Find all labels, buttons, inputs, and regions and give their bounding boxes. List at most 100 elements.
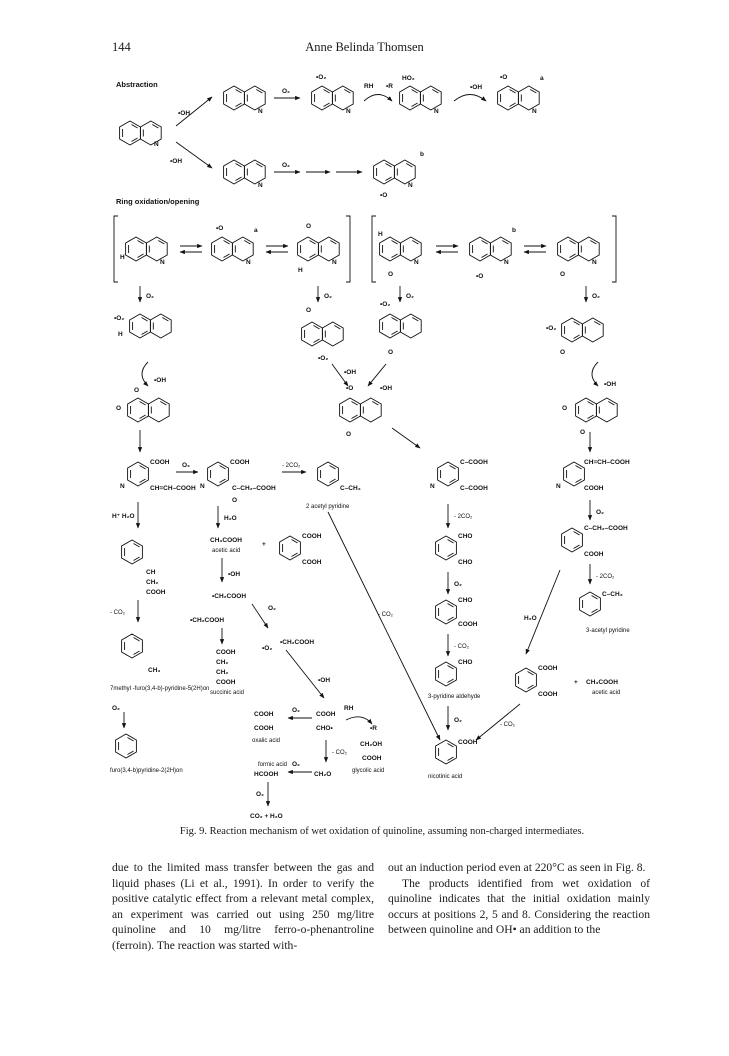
- chain-label: C–CH₃: [602, 591, 623, 598]
- oh-radical-lower: •OH: [170, 158, 182, 165]
- pyridine-dialdehyde: [435, 535, 457, 561]
- oh-radical-label: •OH: [470, 84, 482, 91]
- oh-radical-label: •OH: [228, 571, 240, 578]
- cooh-label: COOH: [230, 459, 250, 466]
- chain-label: C–CH₂–COOH: [584, 525, 628, 532]
- cooh-label: COOH: [254, 711, 274, 718]
- n-label: N: [200, 483, 205, 490]
- cooh-label: COOH: [146, 589, 166, 596]
- name-nicotinic-acid: nicotinic acid: [428, 774, 462, 780]
- arrow-to-nicotinic: [327, 511, 441, 741]
- n-label: N: [154, 141, 159, 148]
- chain-label: C–CH₂–COOH: [232, 485, 276, 492]
- pyridine-aldehyde-acid: [435, 599, 457, 625]
- o-label: O: [560, 349, 565, 356]
- arrow-to-nicotinic: [475, 703, 521, 741]
- o-radical-label: •O: [346, 385, 353, 392]
- arrow-down: [391, 427, 421, 449]
- letter-b: b: [512, 227, 516, 234]
- cho-label: CHO: [458, 559, 472, 566]
- o-label: O: [306, 223, 311, 230]
- furo-pyridinone: [115, 733, 137, 759]
- o2-label: O₂: [256, 791, 264, 798]
- chain-label: CH=CH–COOH: [584, 459, 630, 466]
- name-3-pyridine-aldehyde: 3-pyridine aldehyde: [428, 694, 481, 700]
- cooh-label: COOH: [216, 649, 236, 656]
- o2-label: O₂: [324, 293, 332, 300]
- o2-label: O₂: [406, 293, 414, 300]
- n-label: N: [160, 259, 165, 266]
- oh-radical-label: •OH: [318, 677, 330, 684]
- o-label: O: [346, 431, 351, 438]
- methyl-furo: [121, 633, 143, 659]
- cooh-label: COOH: [362, 755, 382, 762]
- arrow-oh: [141, 361, 149, 387]
- n-label: N: [434, 108, 439, 115]
- o-label: O: [388, 349, 393, 356]
- peroxy-5-b: [561, 317, 604, 343]
- h-label: H: [118, 331, 123, 338]
- dione-5: [127, 397, 170, 423]
- n-label: N: [332, 259, 337, 266]
- rh-label: RH: [364, 83, 374, 90]
- minus-co2-label: - CO₂: [110, 610, 126, 616]
- paragraph: out an induction period even at 220°C as…: [388, 861, 646, 874]
- n-label: N: [120, 483, 125, 490]
- radical-5-b: [557, 236, 600, 262]
- reaction-scheme: Abstraction N •OH •OH N O₂ •O₂ N RH •R H…: [110, 74, 630, 820]
- minus-co2-label: - CO₂: [454, 644, 470, 650]
- resonance-a: [211, 236, 254, 262]
- cho-label: CHO: [458, 597, 472, 604]
- radical-8-h: [297, 236, 340, 262]
- cooh-label: COOH: [584, 485, 604, 492]
- o2-label: O₂: [112, 705, 120, 712]
- arrow-down: [525, 569, 561, 655]
- o2-label: O₂: [454, 581, 462, 588]
- minus-2co2-label: - 2CO₂: [596, 574, 615, 580]
- ch2o-label: CH₂O: [314, 771, 331, 778]
- pyridine-keto-acid: [207, 461, 229, 487]
- section-abstraction: Abstraction: [116, 80, 158, 89]
- hydroperoxide: [399, 85, 442, 111]
- hcooh-label: HCOOH: [254, 771, 279, 778]
- bracket: [113, 215, 118, 283]
- h-h2o-label: H⁺ H₂O: [112, 513, 135, 520]
- ch2-label: CH₂: [146, 579, 158, 586]
- n-label: N: [414, 259, 419, 266]
- peroxy-8: [301, 321, 344, 347]
- n-label: N: [408, 182, 413, 189]
- name-oxalic-acid: oxalic acid: [252, 738, 280, 744]
- chain-label: CH=CH–COOH: [150, 485, 196, 492]
- arrow-rh: [363, 94, 393, 102]
- arrow-down: [285, 649, 325, 699]
- chain-label: C–COOH: [460, 459, 488, 466]
- resonance-b: [469, 236, 512, 262]
- bracket: [371, 215, 376, 283]
- arrow-oh: [591, 361, 599, 387]
- n-label: N: [504, 259, 509, 266]
- o2-radical-label: •O₂: [546, 325, 556, 332]
- ch2cooh-label: •CH₂COOH: [280, 639, 314, 646]
- o-label: O: [560, 271, 565, 278]
- o2-radical-label: •O₂: [316, 74, 326, 81]
- running-head: Anne Belinda Thomsen: [305, 40, 424, 54]
- ch2-label: CH₂: [216, 669, 228, 676]
- pyridine-dicarboxylic: [279, 535, 301, 561]
- peroxy-b: [379, 313, 422, 339]
- oh-radical-label: •OH: [604, 381, 616, 388]
- peroxy-5: [129, 313, 172, 339]
- o-label: O: [388, 271, 393, 278]
- r-radical-label: •R: [386, 83, 393, 90]
- o-radical-label: •O: [476, 273, 483, 280]
- minus-co2-label: - CO₂: [332, 750, 348, 756]
- name-2-acetyl-pyridine: 2 acetyl pyridine: [306, 504, 350, 510]
- acetyl-pyridine-2: [317, 461, 339, 487]
- o-radical-label: •O: [500, 74, 507, 81]
- peroxy-radical: [311, 85, 354, 111]
- cooh-label: COOH: [254, 725, 274, 732]
- ch2cooh-label: •CH₂COOH: [190, 617, 224, 624]
- ch2oh-label: CH₂OH: [360, 741, 382, 748]
- name-acetic-acid: acetic acid: [212, 548, 240, 554]
- cooh-label: COOH: [302, 559, 322, 566]
- arrow-oh-release: [453, 94, 487, 102]
